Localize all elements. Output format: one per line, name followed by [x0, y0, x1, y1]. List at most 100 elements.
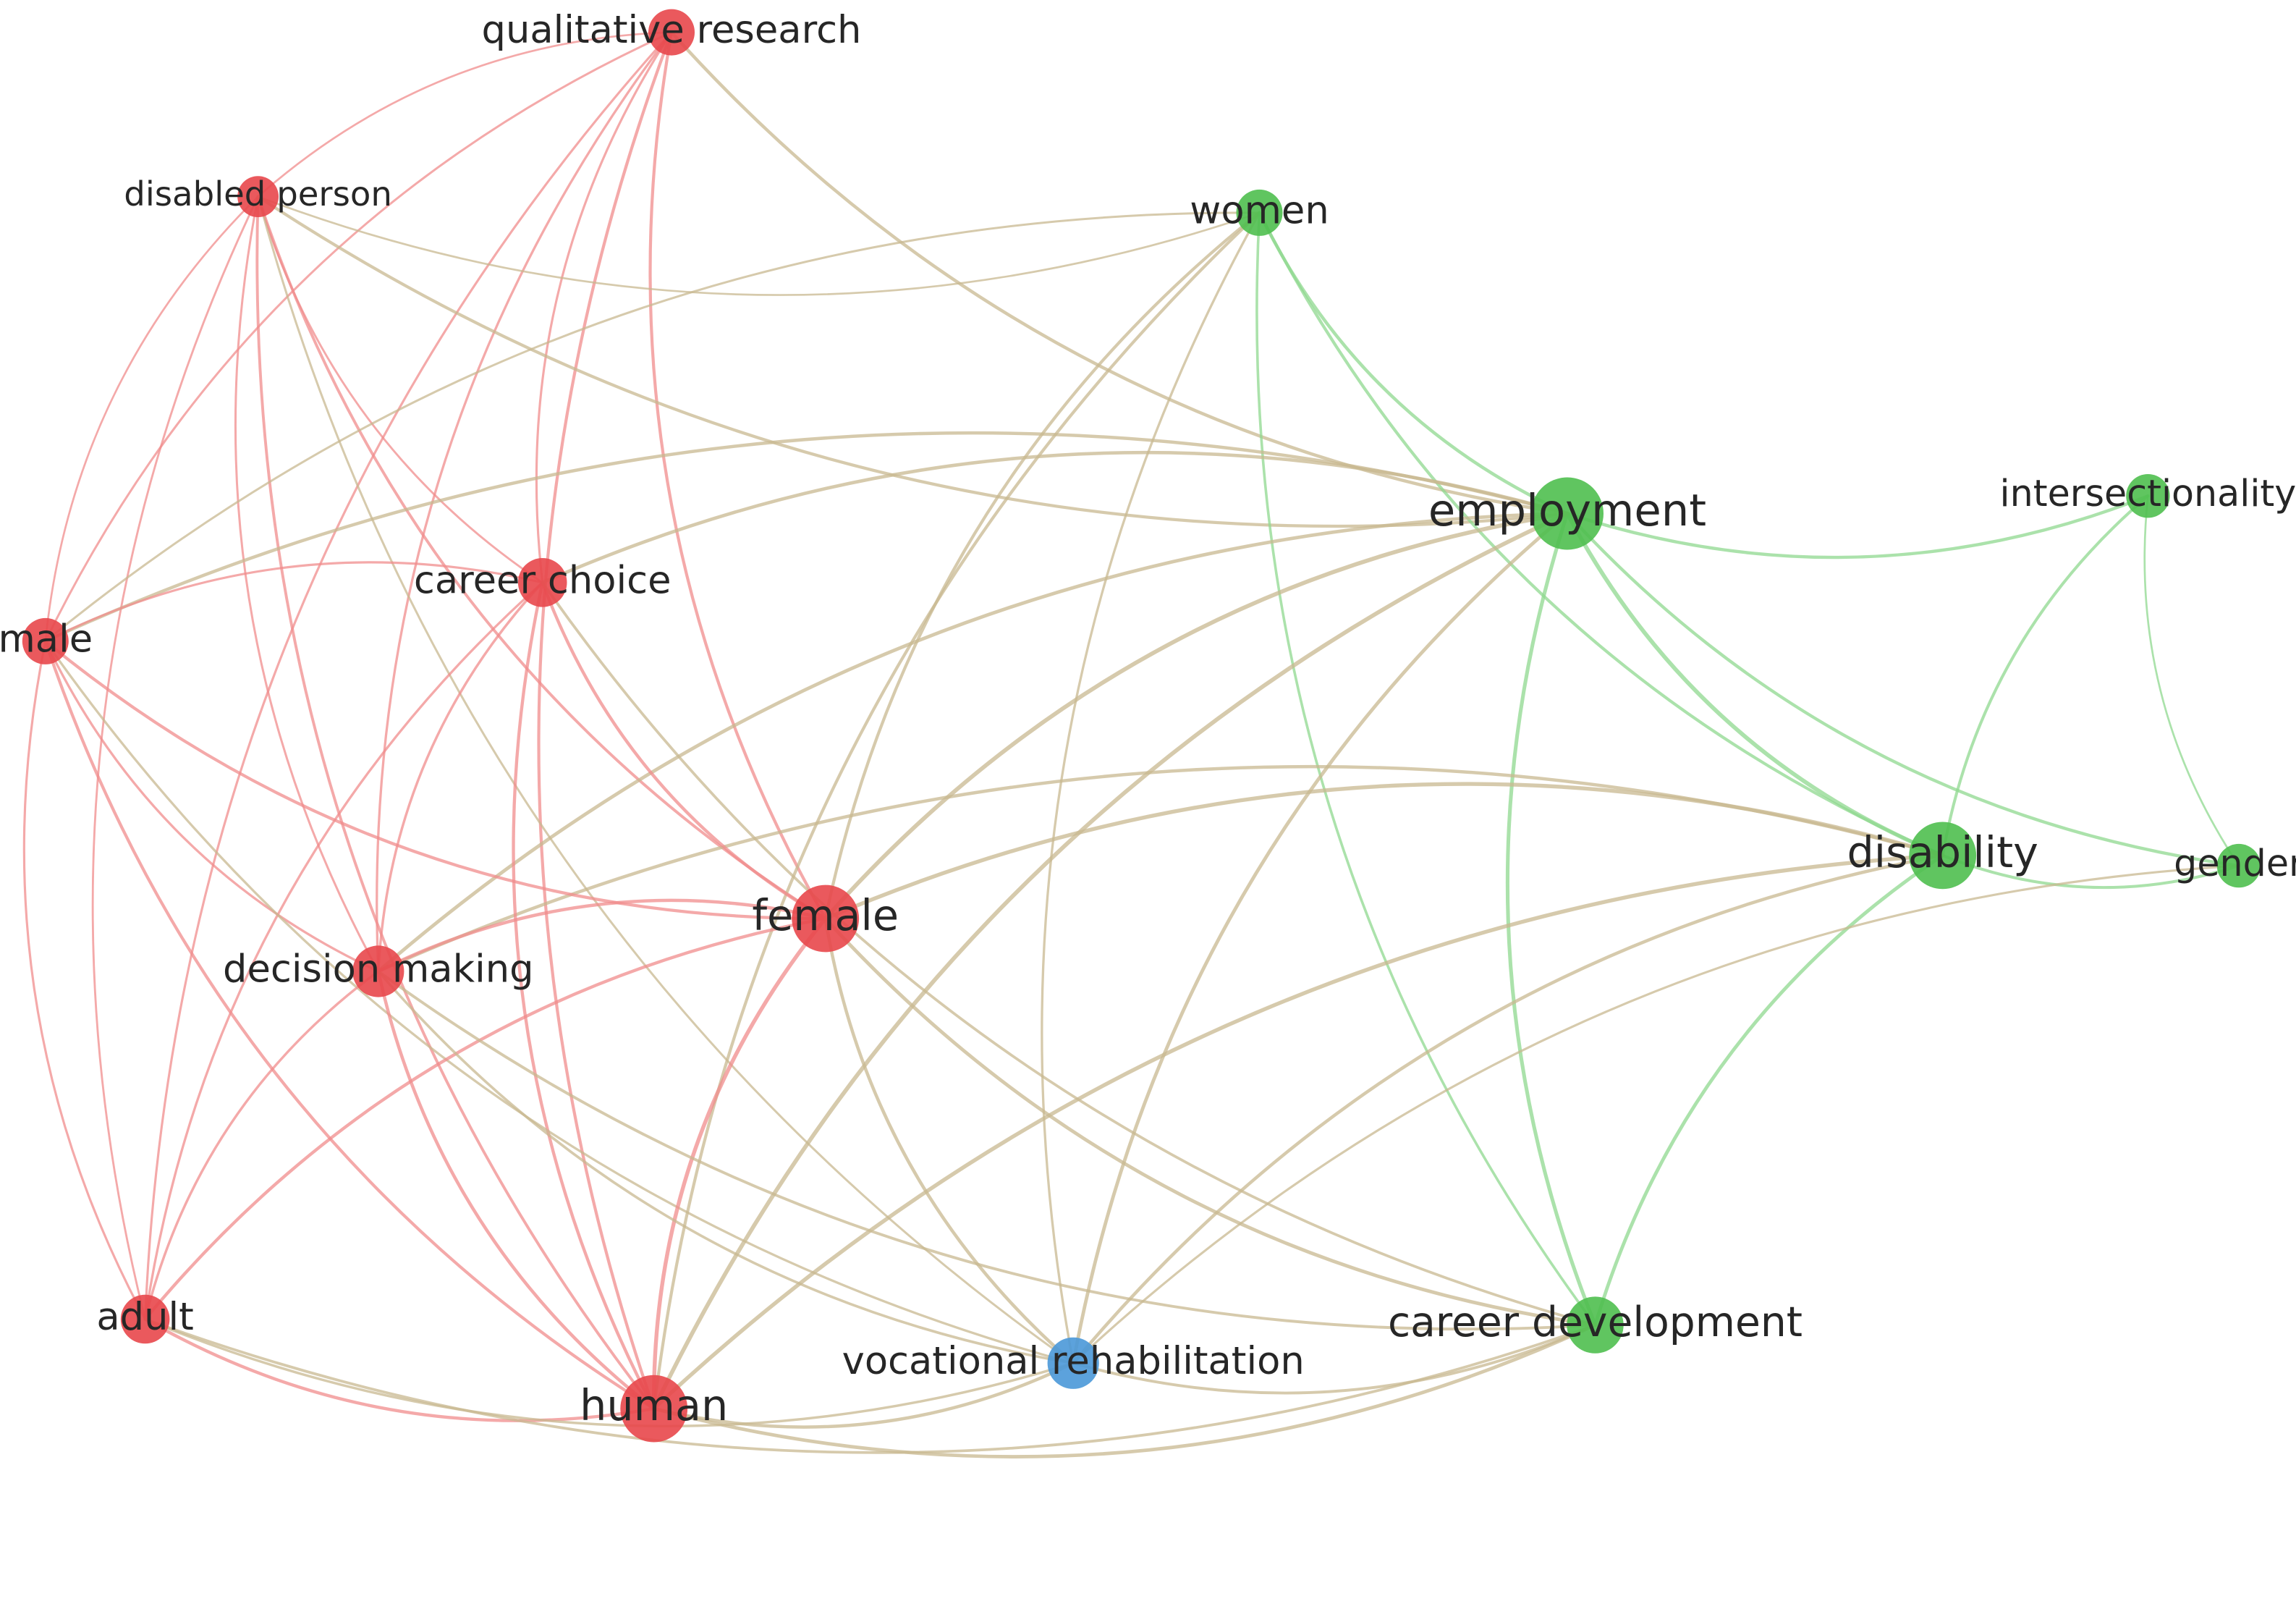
- edge-decision-making--vocational-rehabilitation: [377, 970, 1075, 1365]
- edge-career-choice--career-development: [541, 580, 1597, 1327]
- edge-female--decision-making: [376, 898, 827, 974]
- edge-employment--intersectionality: [1565, 494, 2150, 560]
- edge-disability--vocational-rehabilitation: [1071, 853, 1944, 1365]
- node-career-development[interactable]: career development: [1388, 1296, 1803, 1354]
- node-qualitative-research[interactable]: qualitative research: [482, 8, 862, 56]
- node-label-intersectionality: intersectionality: [2000, 472, 2296, 515]
- node-disabled-person[interactable]: disabled person: [124, 174, 392, 217]
- edge-decision-making--adult: [143, 970, 380, 1321]
- edge-employment--disability: [1565, 511, 1945, 858]
- edge-disabled-person--decision-making: [234, 195, 380, 973]
- node-male[interactable]: male: [0, 617, 93, 664]
- node-circle-adult[interactable]: [120, 1294, 170, 1344]
- edge-women--career-development: [1255, 211, 1597, 1327]
- edge-disabled-person--female: [256, 195, 827, 920]
- edge-disabled-person--women: [257, 195, 1261, 296]
- edge-qualitative-research--adult: [144, 31, 673, 1321]
- edge-women--male: [44, 211, 1261, 643]
- node-employment[interactable]: employment: [1428, 477, 1706, 550]
- edge-career-choice--human: [512, 580, 656, 1411]
- edge-disabled-person--adult: [91, 195, 260, 1320]
- edge-qualitative-research--decision-making: [376, 30, 673, 973]
- edge-human--vocational-rehabilitation: [652, 1361, 1075, 1429]
- node-human[interactable]: human: [580, 1375, 728, 1443]
- edge-qualitative-research--career-choice: [535, 31, 673, 584]
- node-label-vocational-rehabilitation: vocational rehabilitation: [842, 1339, 1305, 1383]
- node-circle-disability[interactable]: [1909, 822, 1977, 890]
- edge-employment--decision-making: [376, 512, 1570, 974]
- node-label-career-development: career development: [1388, 1299, 1803, 1346]
- edge-human--career-development: [652, 1323, 1597, 1458]
- edge-intersectionality--gender: [2143, 494, 2240, 867]
- edge-female--adult: [143, 916, 827, 1321]
- edge-male--human: [43, 639, 656, 1411]
- node-circle-female[interactable]: [792, 885, 860, 953]
- edge-disability--gender: [1941, 853, 2241, 890]
- edge-male--adult: [22, 640, 147, 1321]
- node-women[interactable]: women: [1190, 189, 1329, 236]
- node-circle-intersectionality[interactable]: [2126, 474, 2170, 518]
- edge-disabled-person--human: [255, 195, 656, 1411]
- edge-employment--human: [651, 511, 1570, 1411]
- node-circle-career-choice[interactable]: [517, 558, 567, 607]
- node-circle-qualitative-research[interactable]: [648, 9, 695, 56]
- node-label-adult: adult: [96, 1295, 193, 1339]
- edge-employment--vocational-rehabilitation: [1071, 512, 1570, 1365]
- node-circle-career-development[interactable]: [1567, 1296, 1624, 1354]
- edge-layer: [22, 30, 2241, 1458]
- node-adult[interactable]: adult: [96, 1294, 194, 1344]
- edge-employment--career-choice: [541, 450, 1570, 585]
- edge-adult--career-development: [143, 1317, 1597, 1454]
- edge-decision-making--human: [376, 969, 656, 1411]
- node-circle-male[interactable]: [22, 617, 69, 664]
- node-intersectionality[interactable]: intersectionality: [2000, 472, 2296, 518]
- edge-career-choice--male: [44, 561, 544, 643]
- node-circle-decision-making[interactable]: [352, 945, 404, 997]
- edge-qualitative-research--human: [537, 30, 674, 1411]
- edge-disabled-person--employment: [256, 195, 1570, 528]
- edge-female--vocational-rehabilitation: [823, 916, 1075, 1365]
- node-career-choice[interactable]: career choice: [414, 558, 672, 607]
- node-female[interactable]: female: [752, 885, 899, 953]
- edge-employment--gender: [1565, 512, 2241, 868]
- edge-female--human: [651, 916, 828, 1411]
- edge-employment--career-development: [1505, 511, 1598, 1327]
- node-circle-women[interactable]: [1236, 189, 1283, 236]
- edge-career-choice--female: [541, 580, 827, 921]
- edge-career-choice--decision-making: [377, 581, 544, 973]
- edge-vocational-rehabilitation--career-development: [1072, 1323, 1597, 1395]
- node-label-career-choice: career choice: [414, 558, 672, 602]
- node-label-qualitative-research: qualitative research: [482, 8, 862, 52]
- node-circle-disabled-person[interactable]: [237, 176, 279, 217]
- edge-adult--human: [143, 1317, 656, 1422]
- edge-disability--female: [823, 782, 1945, 921]
- node-circle-employment[interactable]: [1531, 477, 1604, 550]
- node-label-gender: gender: [2174, 842, 2296, 885]
- edge-women--employment: [1258, 211, 1570, 515]
- node-label-female: female: [752, 890, 899, 940]
- edge-qualitative-research--male: [44, 31, 673, 643]
- node-label-women: women: [1190, 189, 1329, 233]
- node-circle-gender[interactable]: [2216, 843, 2261, 888]
- edge-intersectionality--disability: [1941, 494, 2150, 857]
- edge-qualitative-research--employment: [669, 30, 1570, 515]
- node-layer: qualitative research disabled person women…: [0, 8, 2296, 1443]
- node-label-disabled-person: disabled person: [124, 174, 392, 214]
- node-gender[interactable]: gender: [2174, 842, 2296, 888]
- node-circle-human[interactable]: [620, 1375, 688, 1443]
- node-vocational-rehabilitation[interactable]: vocational rehabilitation: [842, 1337, 1305, 1389]
- edge-employment--female: [823, 511, 1570, 921]
- node-label-human: human: [580, 1380, 728, 1430]
- node-decision-making[interactable]: decision making: [223, 945, 534, 997]
- node-circle-vocational-rehabilitation[interactable]: [1047, 1337, 1099, 1389]
- edge-disabled-person--vocational-rehabilitation: [257, 195, 1075, 1364]
- edge-employment--male: [43, 431, 1570, 643]
- edge-disabled-person--career-choice: [257, 195, 544, 584]
- edge-decision-making--career-development: [376, 970, 1597, 1331]
- edge-women--vocational-rehabilitation: [1041, 211, 1261, 1364]
- node-disability[interactable]: disability: [1847, 822, 2038, 890]
- node-label-disability: disability: [1847, 827, 2038, 877]
- edge-disability--human: [652, 853, 1945, 1411]
- edge-male--decision-making: [44, 640, 380, 973]
